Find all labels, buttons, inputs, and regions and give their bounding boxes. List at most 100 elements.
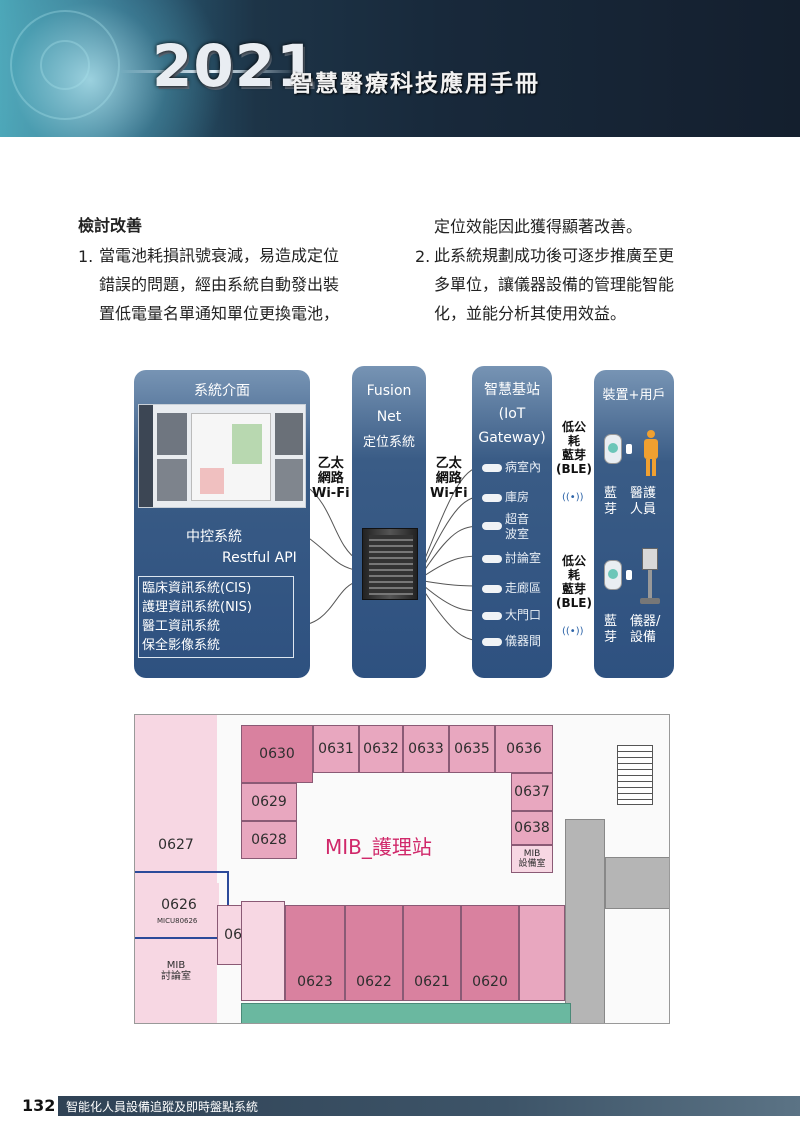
screenshot-camera-1 <box>157 413 187 455</box>
room-0627: 0627 <box>135 815 217 875</box>
server-rack-slots <box>369 535 413 595</box>
staff-label: 醫護 人員 <box>630 486 657 517</box>
location-entrance-label: 大門口 <box>505 608 542 622</box>
screenshot-sidebar <box>139 405 153 507</box>
item-1-line-1: 當電池耗損訊號衰減，易造成定位 <box>99 246 340 265</box>
gear-decoration-inner <box>40 40 90 90</box>
ble-label-1: 低公 耗 藍芽 (BLE) <box>556 420 592 476</box>
signal-wave-icon-2: ((•)) <box>562 626 584 637</box>
room-0625-annex <box>241 901 285 1001</box>
location-storage-label: 庫房 <box>505 490 530 504</box>
bluetooth-label-1: 藍 芽 <box>604 486 618 517</box>
room-0621: 0621 <box>403 905 461 1001</box>
location-pill <box>482 637 502 646</box>
system-cis: 臨床資訊系統(CIS) <box>142 581 252 596</box>
location-discussion: 討論室 <box>482 549 541 566</box>
floor-plan: 0630 0631 0632 0633 0635 0636 0629 0628 … <box>134 714 670 1024</box>
network-link-2: 乙太 網路 Wi-Fi <box>430 456 468 501</box>
location-discussion-label: 討論室 <box>505 551 542 565</box>
fusion-line-1: Fusion <box>366 383 412 399</box>
room-0638: 0638 <box>511 811 553 845</box>
ui-panel: 系統介面 中控系統 Restful API 臨床資訊系統(CIS) 護理資訊系統… <box>134 370 310 678</box>
bluetooth-label-2: 藍 芽 <box>604 614 618 645</box>
location-pill <box>482 584 502 593</box>
server-rack-icon <box>362 528 418 600</box>
east-corridor-branch <box>605 857 669 909</box>
nurse-station-label: MIB_護理站 <box>325 835 432 859</box>
ui-panel-title: 系統介面 <box>194 383 250 399</box>
screenshot-camera-2 <box>157 459 187 501</box>
room-0633: 0633 <box>403 725 449 773</box>
location-storage: 庫房 <box>482 488 529 505</box>
room-0637: 0637 <box>511 773 553 811</box>
location-ultrasound-line-1: 超音 <box>505 512 530 526</box>
location-ultrasound-line-2: 波室 <box>505 527 530 541</box>
chapter-title: 智能化人員設備追蹤及即時盤點系統 <box>66 1100 259 1114</box>
room-0620: 0620 <box>461 905 519 1001</box>
item-2-text: 此系統規劃成功後可逐步推廣至更 多單位，讓儀器設備的管理能智能 化，並能分析其使… <box>434 241 674 328</box>
location-corridor-label: 走廊區 <box>505 581 542 595</box>
screenshot-map-area <box>232 424 262 464</box>
screenshot-camera-4 <box>275 459 303 501</box>
fusion-line-2: Net <box>376 409 402 425</box>
ble-tag-led <box>608 569 618 579</box>
equipment-icon <box>640 548 660 606</box>
staff-leg-right <box>652 459 656 476</box>
east-corridor <box>565 819 605 1023</box>
location-ultrasound: 超音波室 <box>482 512 529 542</box>
equipment-pole <box>648 570 652 598</box>
device-panel: 裝置+用戶 藍 芽 醫護 人員 藍 芽 儀器/ 設備 <box>594 370 674 678</box>
item-1-continued: 定位效能因此獲得顯著改善。 <box>434 217 643 236</box>
ble-tag-led <box>608 443 618 453</box>
gateway-line-3: Gateway) <box>478 430 546 446</box>
location-corridor: 走廊區 <box>482 579 541 596</box>
fusion-net-title: Fusion Net 定位系統 <box>352 378 426 456</box>
location-pill <box>482 463 502 472</box>
fusion-net-panel: Fusion Net 定位系統 <box>352 366 426 678</box>
screenshot-camera-3 <box>275 413 303 455</box>
item-1-line-2: 錯誤的問題，經由系統自動發出裝 <box>99 275 340 294</box>
staff-leg-left <box>646 459 650 476</box>
link-arrow-icon-2 <box>626 570 632 580</box>
room-0623: 0623 <box>285 905 345 1001</box>
screenshot-map-area-2 <box>200 468 224 494</box>
light-streak <box>120 70 300 73</box>
ble-tag-icon-2 <box>604 560 622 590</box>
system-diagram: 系統介面 中控系統 Restful API 臨床資訊系統(CIS) 護理資訊系統… <box>134 366 674 678</box>
gateway-panel: 智慧基站 (IoT Gateway) 病室內 庫房 超音波室 討論室 走廊區 大… <box>472 366 552 678</box>
header-banner: 2021 智慧醫療科技應用手冊 <box>0 0 800 137</box>
room-0631: 0631 <box>313 725 359 773</box>
item-1-text: 當電池耗損訊號衰減，易造成定位 錯誤的問題，經由系統自動發出裝 置低電量名單通知… <box>99 241 339 328</box>
staff-head <box>647 430 655 438</box>
room-0629: 0629 <box>241 783 297 821</box>
room-0630: 0630 <box>241 725 313 783</box>
location-equipment-room: 儀器間 <box>482 632 541 649</box>
item-2-line-1: 此系統規劃成功後可逐步推廣至更 <box>434 246 675 265</box>
device-panel-title: 裝置+用戶 <box>602 388 666 403</box>
gateway-line-1: 智慧基站 <box>484 382 540 398</box>
room-0628: 0628 <box>241 821 297 859</box>
location-ultrasound-label: 超音波室 <box>505 512 529 542</box>
ble-tag-icon-1 <box>604 434 622 464</box>
restful-api-label: Restful API <box>222 550 297 566</box>
system-nis: 護理資訊系統(NIS) <box>142 600 252 615</box>
room-0622: 0622 <box>345 905 403 1001</box>
item-2-line-2: 多單位，讓儀器設備的管理能智能 <box>434 275 675 294</box>
stairs-icon <box>617 745 653 805</box>
equipment-base <box>640 598 660 604</box>
page-number: 132 <box>22 1096 56 1115</box>
location-ward-label: 病室內 <box>505 460 542 474</box>
location-ward: 病室內 <box>482 458 541 475</box>
footer-bar: 智能化人員設備追蹤及即時盤點系統 <box>58 1096 800 1116</box>
room-0636: 0636 <box>495 725 553 773</box>
location-pill <box>482 611 502 620</box>
ble-label-2: 低公 耗 藍芽 (BLE) <box>556 554 592 610</box>
fusion-line-3: 定位系統 <box>362 435 415 450</box>
item-1-line-3: 置低電量名單通知單位更換電池， <box>99 304 340 323</box>
signal-wave-icon-1: ((•)) <box>562 492 584 503</box>
location-entrance: 大門口 <box>482 606 541 623</box>
gateway-title: 智慧基站 (IoT Gateway) <box>472 378 552 450</box>
gateway-line-2: (IoT <box>498 406 526 422</box>
staff-body <box>644 439 658 459</box>
discussion-room: MIB 討論室 <box>145 951 207 991</box>
